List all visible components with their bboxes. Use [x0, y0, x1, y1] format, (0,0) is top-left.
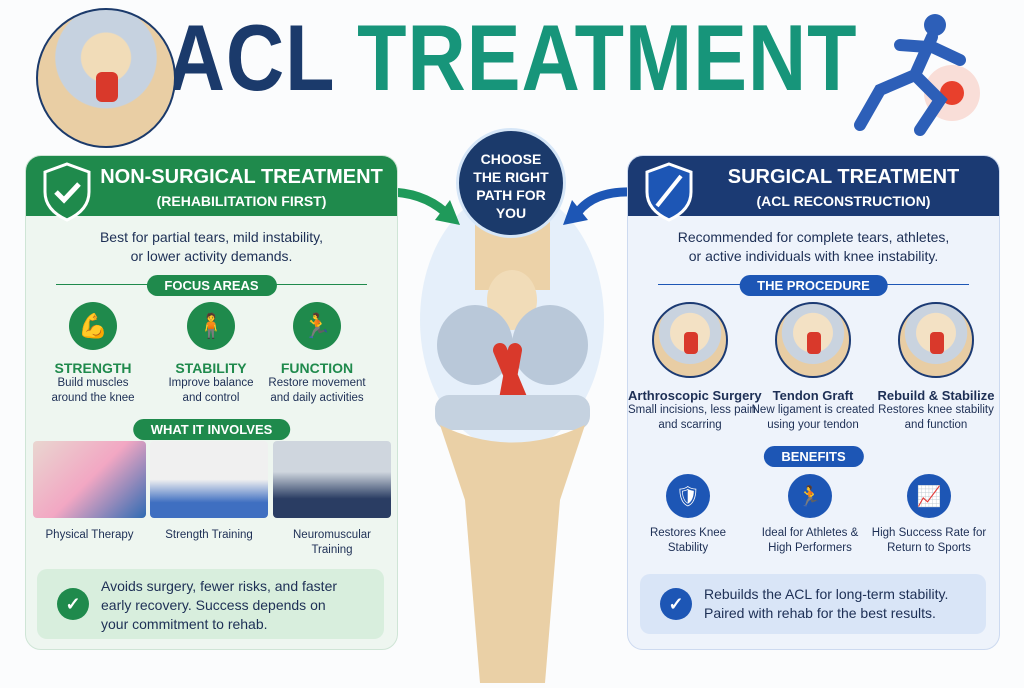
surgical-panel: SURGICAL TREATMENT (ACL RECONSTRUCTION) …	[627, 155, 1000, 650]
non-surgical-summary: ✓Avoids surgery, fewer risks, and faster…	[37, 569, 384, 639]
procedure-label: THE PROCEDURE	[739, 275, 888, 296]
chart-up-icon: 📈	[907, 474, 951, 518]
rebuild-knee-image	[898, 302, 974, 378]
shield-check-icon	[43, 162, 91, 222]
check-circle-icon: ✓	[660, 588, 692, 620]
runner-icon: 🏃	[293, 302, 341, 350]
scalpel-shield-icon	[645, 162, 693, 222]
check-circle-icon: ✓	[57, 588, 89, 620]
center-knee-illustration	[415, 190, 610, 683]
surgical-lead: Recommended for complete tears, athletes…	[677, 229, 950, 264]
surgical-summary: ✓Rebuilds the ACL for long-term stabilit…	[640, 574, 986, 634]
focus-areas-label: FOCUS AREAS	[146, 275, 277, 296]
page-title: ACL TREATMENT	[166, 5, 858, 110]
surgical-header: SURGICAL TREATMENT (ACL RECONSTRUCTION)	[628, 156, 999, 222]
muscle-icon: 💪	[69, 302, 117, 350]
physical-therapy-caption: Physical Therapy	[45, 529, 134, 541]
non-surgical-lead: Best for partial tears, mild instability…	[99, 229, 324, 264]
runner-illustration	[840, 5, 1015, 140]
non-surgical-panel: NON-SURGICAL TREATMENT (REHABILITATION F…	[25, 155, 398, 650]
benefit-athletes: 🏃Ideal for Athletes &High Performers	[750, 474, 870, 556]
what-it-involves-label: WHAT IT INVOLVES	[132, 419, 291, 440]
neuromuscular-training-photo	[273, 441, 391, 518]
balance-person-icon: 🧍	[187, 302, 235, 350]
strength-training-photo	[150, 441, 268, 518]
non-surgical-header: NON-SURGICAL TREATMENT (REHABILITATION F…	[26, 156, 397, 222]
runner-icon: 🏃	[788, 474, 832, 518]
benefits-label: BENEFITS	[763, 446, 864, 467]
physical-therapy-photo	[33, 441, 146, 518]
tendon-graft-knee-image	[775, 302, 851, 378]
arthroscopic-knee-image	[652, 302, 728, 378]
knee-illustration-top-left	[36, 8, 176, 148]
shield-check-icon: 🛡	[666, 474, 710, 518]
strength-training-caption: Strength Training	[165, 529, 253, 541]
